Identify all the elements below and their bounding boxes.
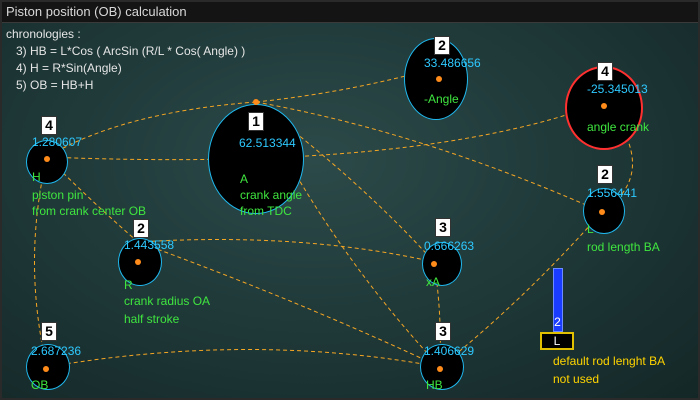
label-r-2: crank radius OA [124, 294, 211, 308]
order-badge-ob: 5 [41, 322, 57, 341]
formula-heading: chronologies : [6, 27, 81, 41]
order-badge-crank-angle: 1 [248, 112, 264, 131]
order-badge-l: 2 [597, 165, 613, 184]
label-ob: OB [31, 378, 49, 392]
label-r-1: R [124, 278, 133, 292]
label-h-1: H [32, 170, 41, 184]
slider-label-box[interactable]: L [540, 332, 574, 350]
label-angle-crank: angle crank [587, 120, 650, 134]
link-hb-ob [46, 349, 441, 368]
slider-caption-2: not used [553, 372, 600, 386]
order-badge-angle: 2 [434, 36, 450, 55]
label-crank-angle-2: crank angle [240, 188, 303, 202]
value-angle-crank: -25.345013 [587, 82, 648, 96]
formula-line-3: 3) HB = L*Cos ( ArcSin (R/L * Cos( Angle… [16, 44, 246, 58]
dot-angle [436, 76, 442, 82]
dot-ob [43, 366, 49, 372]
link-anglecrank-h [46, 101, 605, 161]
label-xa: xA [426, 275, 441, 289]
link-h-ob [34, 156, 48, 368]
order-badge-r: 2 [133, 219, 149, 238]
label-crank-angle-3: from TDC [240, 204, 292, 218]
link-l-hb [439, 211, 603, 368]
link-crank-h [46, 101, 257, 158]
formula-line-5: 5) OB = HB+H [16, 78, 94, 92]
dot-r [135, 259, 141, 265]
link-r-hb [137, 241, 441, 368]
node-xa[interactable] [422, 242, 462, 286]
value-ob: 2.687236 [31, 344, 82, 358]
value-angle: 33.486656 [424, 56, 481, 70]
label-l-2: rod length BA [587, 240, 660, 254]
rod-length-slider[interactable] [553, 268, 563, 332]
dot-hb [437, 366, 443, 372]
slider-value: 2 [554, 315, 561, 329]
label-h-3: from crank center OB [32, 204, 147, 218]
link-crank-xa [255, 101, 435, 263]
dot-angle-crank [601, 103, 607, 109]
order-badge-hb: 3 [435, 322, 451, 341]
node-h[interactable] [26, 140, 68, 184]
dot-l [599, 209, 605, 215]
value-r: 1.443558 [124, 238, 175, 252]
label-l-1: L [587, 222, 594, 236]
label-h-2: piston pin [32, 188, 84, 202]
label-r-3: half stroke [124, 312, 180, 326]
value-l: 1.556441 [587, 186, 638, 200]
dot-h [44, 156, 50, 162]
label-angle: -Angle [424, 92, 459, 106]
title-bar[interactable]: Piston position (OB) calculation [2, 2, 698, 23]
value-xa: 0.666263 [424, 239, 475, 253]
link-crank-l [255, 101, 603, 213]
formula-panel: chronologies : 3) HB = L*Cos ( ArcSin (R… [6, 26, 245, 94]
dot-xa [431, 261, 437, 267]
order-badge-h: 4 [41, 116, 57, 135]
label-crank-angle-1: A [240, 172, 249, 186]
link-r-xa [137, 239, 435, 263]
value-h: 1.280607 [32, 135, 83, 149]
value-crank-angle: 62.513344 [239, 136, 296, 150]
label-hb: HB [426, 378, 443, 392]
window-title: Piston position (OB) calculation [6, 4, 187, 19]
value-hb: 1.406629 [424, 344, 475, 358]
order-badge-angle-crank: 4 [597, 62, 613, 81]
dot-crank-angle [253, 99, 259, 105]
slider-caption-1: default rod lenght BA [553, 354, 666, 368]
formula-line-4: 4) H = R*Sin(Angle) [16, 61, 122, 75]
order-badge-xa: 3 [435, 218, 451, 237]
